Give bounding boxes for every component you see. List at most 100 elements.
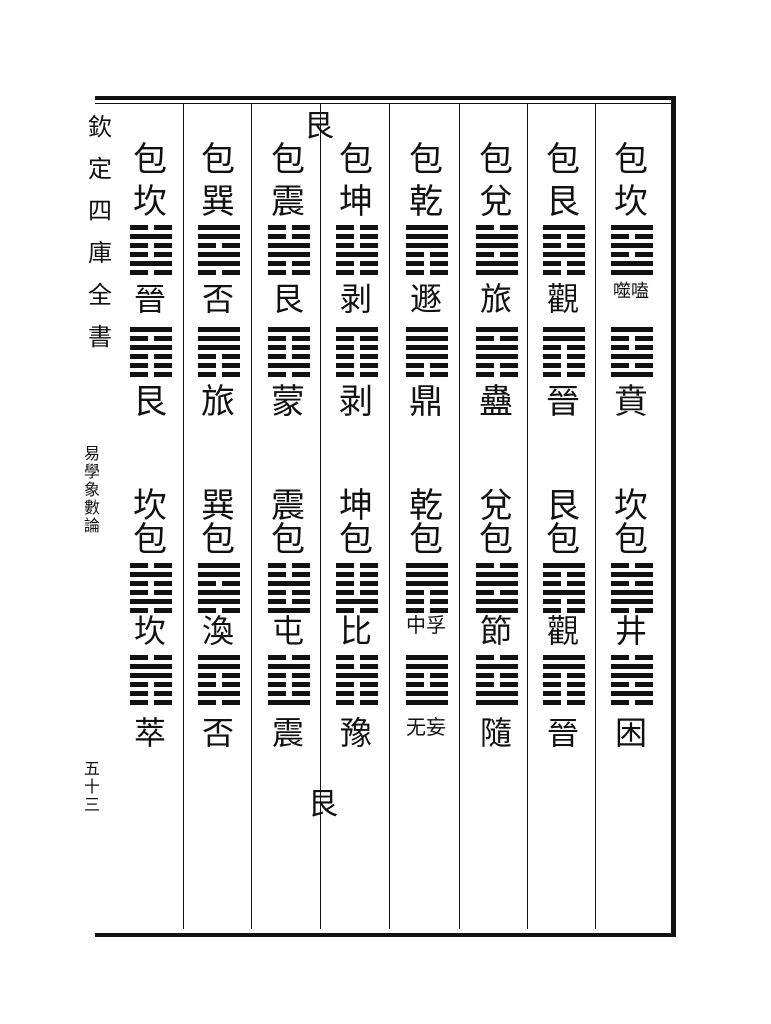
yin-line	[336, 345, 378, 350]
column-sub-head-char: 包	[409, 520, 443, 560]
yin-line	[198, 354, 240, 359]
hexagram-label: 晉	[133, 280, 166, 318]
yang-line	[476, 664, 518, 669]
yin-line	[130, 700, 172, 705]
yang-line	[543, 664, 585, 669]
column-head-char: 包	[133, 140, 167, 180]
yang-line	[611, 599, 653, 604]
yang-line	[476, 261, 518, 266]
hexagram-label: 賁	[614, 382, 648, 422]
column-head-char: 坤	[339, 182, 373, 222]
hexagram-upper-second	[130, 327, 172, 381]
yin-line	[543, 682, 585, 687]
yang-line	[198, 336, 240, 341]
yin-line	[611, 682, 653, 687]
yang-line	[476, 599, 518, 604]
hexagram-upper	[476, 225, 518, 279]
yin-line	[543, 354, 585, 359]
yin-line	[543, 363, 585, 368]
hexagram-label: 比	[339, 612, 372, 650]
yang-line	[476, 572, 518, 577]
yin-line	[611, 363, 653, 368]
yang-line	[543, 655, 585, 660]
yin-line	[268, 691, 310, 696]
yin-line	[611, 345, 653, 350]
column-sub-head-char: 巽	[201, 486, 235, 526]
yin-line	[543, 581, 585, 586]
column-head-char: 坎	[614, 182, 648, 222]
yin-line	[130, 363, 172, 368]
yang-line	[406, 327, 448, 332]
hexagram-upper	[543, 225, 585, 279]
yin-line	[130, 563, 172, 568]
yin-line	[406, 673, 448, 678]
side-title-char: 全	[88, 281, 112, 309]
yin-line	[406, 363, 448, 368]
yang-line	[611, 243, 653, 248]
side-title-char: 書	[88, 323, 112, 351]
hexagram-label: 鼎	[409, 382, 443, 422]
yang-line	[130, 234, 172, 239]
yin-line	[336, 664, 378, 669]
yin-line	[476, 563, 518, 568]
yang-line	[476, 354, 518, 359]
yang-line	[406, 700, 448, 705]
yin-line	[198, 608, 240, 613]
column-head-char: 乾	[409, 182, 443, 222]
column-head-char: 包	[409, 140, 443, 180]
yin-line	[336, 700, 378, 705]
yin-line	[543, 599, 585, 604]
yin-line	[268, 372, 310, 377]
yin-line	[406, 608, 448, 613]
yang-line	[476, 327, 518, 332]
yang-line	[198, 234, 240, 239]
hexagram-label: 坎	[133, 612, 166, 650]
yang-line	[130, 345, 172, 350]
inner-top-rule	[95, 103, 672, 104]
column-divider	[183, 103, 184, 929]
hexagram-label: 剥	[339, 280, 372, 318]
column-head-char: 包	[201, 140, 235, 180]
yin-line	[198, 243, 240, 248]
yang-line	[198, 664, 240, 669]
yin-line	[130, 691, 172, 696]
yin-line	[336, 682, 378, 687]
yang-line	[198, 225, 240, 230]
yang-line	[406, 354, 448, 359]
yin-line	[268, 572, 310, 577]
hexagram-upper-second	[611, 327, 653, 381]
yang-line	[198, 655, 240, 660]
yin-line	[268, 590, 310, 595]
yin-line	[543, 700, 585, 705]
yin-line	[336, 563, 378, 568]
yang-line	[268, 327, 310, 332]
yin-line	[198, 700, 240, 705]
yin-line	[130, 372, 172, 377]
yin-line	[476, 655, 518, 660]
yin-line	[611, 581, 653, 586]
hexagram-column: 包乾遯鼎乾包中孚无妄	[394, 103, 458, 929]
yang-line	[336, 327, 378, 332]
yin-line	[336, 270, 378, 275]
hexagram-column: 包坎噬嗑賁坎包井困	[599, 103, 663, 929]
yin-line	[336, 581, 378, 586]
yang-line	[268, 252, 310, 257]
hexagram-column: 包艮觀晉艮包觀晉	[531, 103, 595, 929]
yin-line	[611, 655, 653, 660]
margin-page-number: 五十三	[83, 759, 100, 814]
yin-line	[130, 336, 172, 341]
yin-line	[336, 590, 378, 595]
yin-line	[476, 590, 518, 595]
yin-line	[130, 270, 172, 275]
yin-line	[198, 673, 240, 678]
yin-line	[476, 252, 518, 257]
column-sub-head-char: 包	[479, 520, 513, 560]
yang-line	[130, 327, 172, 332]
yang-line	[611, 327, 653, 332]
yin-line	[406, 682, 448, 687]
yang-line	[198, 327, 240, 332]
column-sub-head-char: 包	[201, 520, 235, 560]
bottom-mark: 艮	[308, 787, 338, 822]
yang-line	[476, 345, 518, 350]
yang-line	[198, 590, 240, 595]
